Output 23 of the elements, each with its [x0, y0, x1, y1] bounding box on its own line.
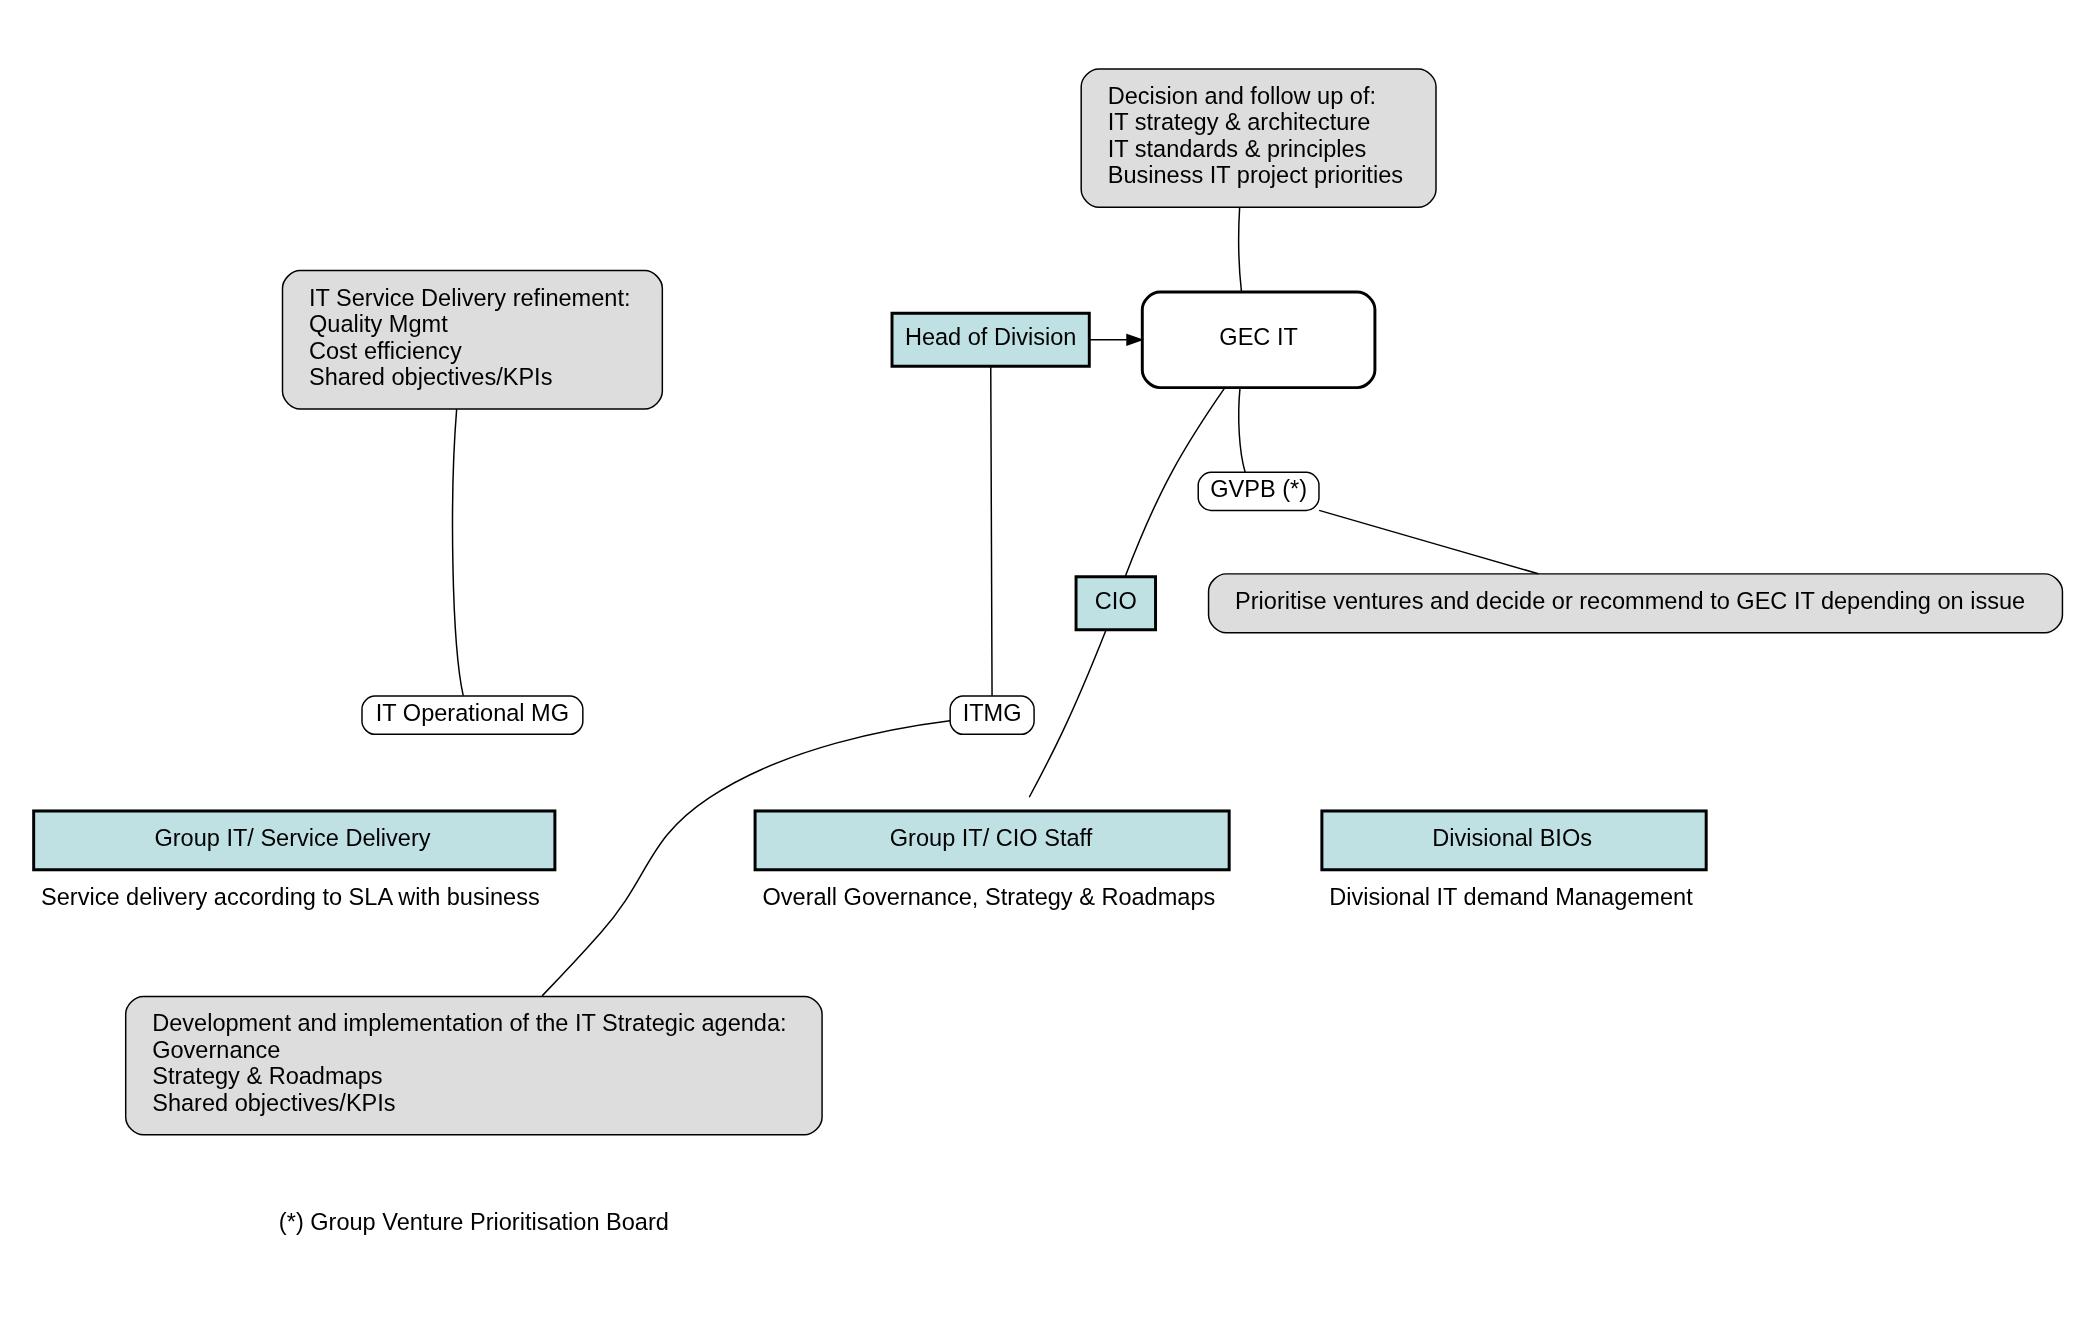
node-box: Head of Division: [890, 311, 1091, 368]
node-label: Overall Governance, Strategy & Roadmaps: [762, 883, 1216, 910]
node-box: Prioritise ventures and decide or recommend to GEC IT depending on issue: [1207, 572, 2064, 633]
label: (*) Group Venture Prioritisation Board: [278, 1208, 669, 1235]
node-box: GEC IT: [1140, 289, 1377, 389]
connector: [990, 365, 993, 696]
node-box: IT Operational MG: [361, 694, 584, 735]
node-box: IT Service Delivery refinement: Quality Mgmt Cost efficiency Shared objectives/KPIs: [281, 269, 664, 410]
connector: [541, 719, 951, 997]
node-box: GVPB (*): [1197, 471, 1320, 511]
node-label: Divisional IT demand Management: [1329, 883, 1693, 910]
connector: [1028, 628, 1107, 798]
connector: [451, 407, 464, 696]
connector: [1238, 206, 1243, 292]
node-box: ITMG: [949, 694, 1035, 735]
node-box: CIO: [1074, 574, 1157, 631]
connector: [1318, 509, 1540, 574]
connector: [1238, 386, 1246, 473]
node-box: Decision and follow up of: IT strategy & architecture IT standards & principles Business IT project priorities: [1080, 67, 1437, 208]
arrow: [1088, 333, 1144, 346]
node-box: Development and implementation of the IT Strategic agenda: Governance Strategy & Roadmaps Shared objectives/KPIs: [124, 995, 823, 1136]
connector: [1124, 386, 1226, 577]
node-label: Service delivery according to SLA with business: [41, 883, 540, 910]
